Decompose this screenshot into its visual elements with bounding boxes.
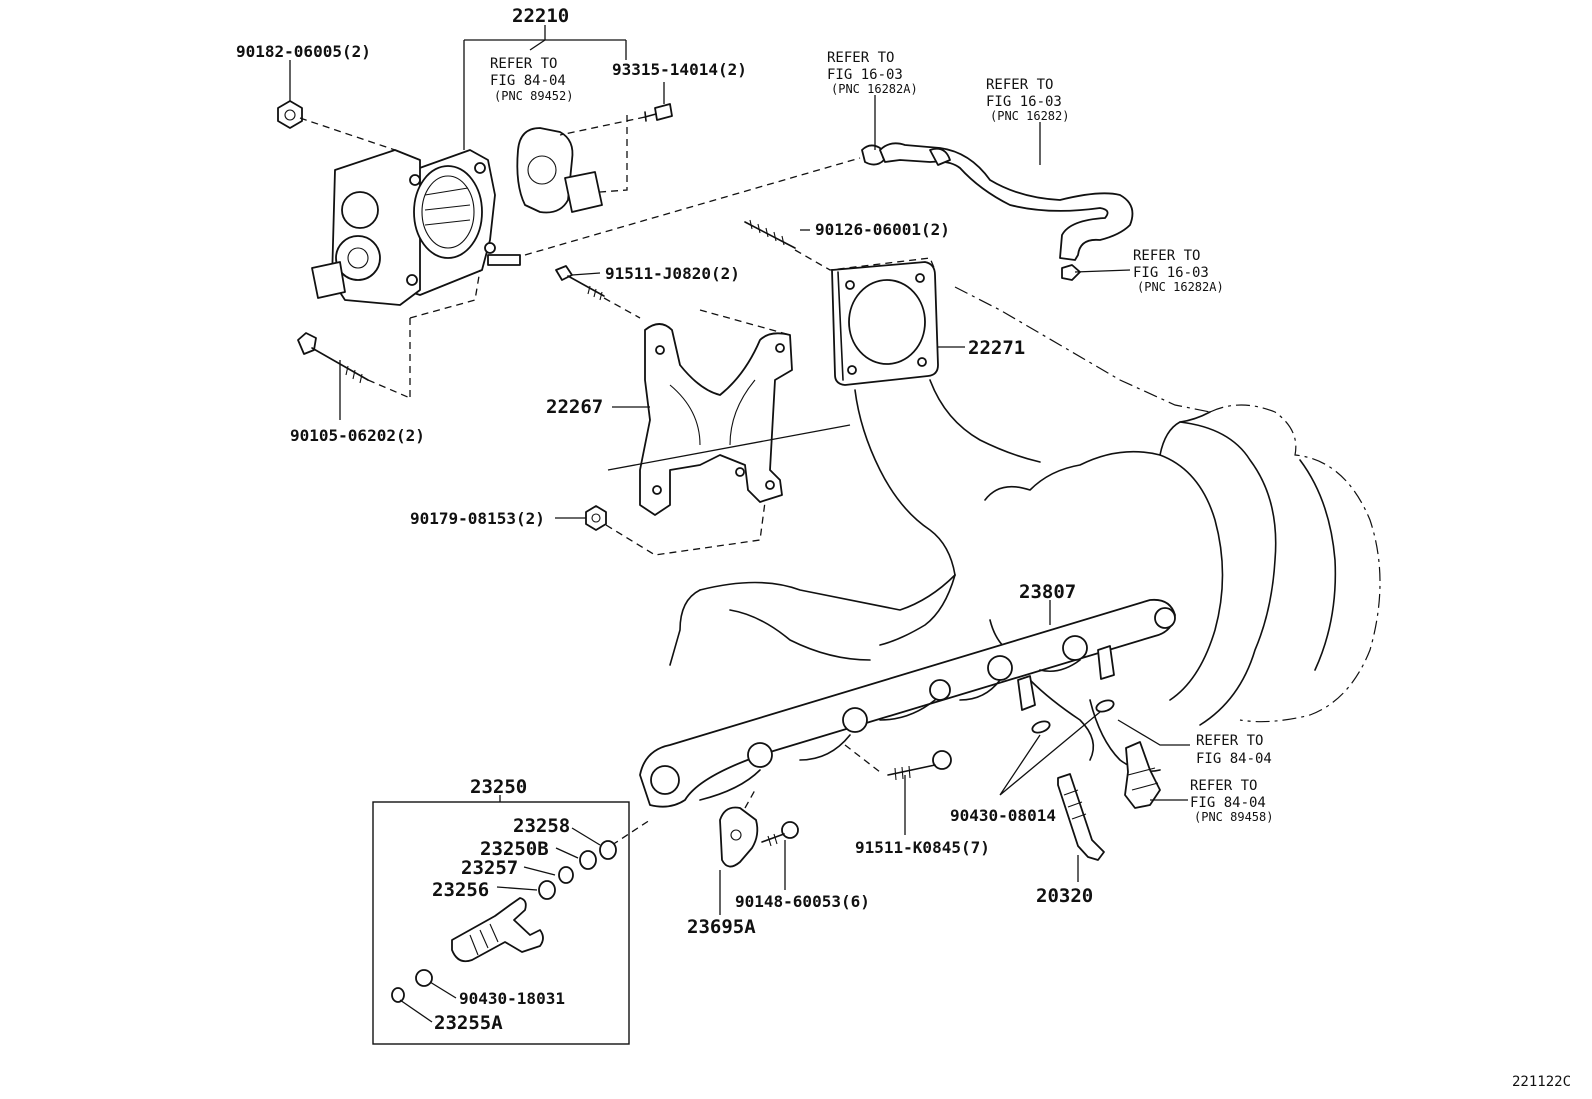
label-23257: 23257 (461, 857, 518, 879)
ref4-line1: REFER TO (1133, 248, 1200, 264)
reference-labels: REFER TO FIG 84-04 (PNC 89452) REFER TO … (490, 50, 1273, 824)
label-23807: 23807 (1019, 581, 1076, 603)
bracket-22267-drawing (607, 323, 851, 516)
screw-93315-drawing (559, 103, 673, 193)
stud-90126-drawing (744, 219, 936, 271)
ref2-line2: FIG 16-03 (827, 67, 903, 83)
label-23250b: 23250B (480, 838, 549, 860)
ref4-line3: (PNC 16282A) (1137, 280, 1224, 294)
ref1-line1: REFER TO (490, 56, 557, 72)
ref6-line2: FIG 84-04 (1190, 795, 1266, 811)
label-90430-08014: 90430-08014 (950, 806, 1056, 825)
ref1-line3: (PNC 89452) (494, 89, 573, 103)
ref6-line1: REFER TO (1190, 778, 1257, 794)
label-22210: 22210 (512, 5, 569, 27)
ref6-line3: (PNC 89458) (1194, 810, 1273, 824)
oring-90430-08014-drawing (1031, 699, 1115, 734)
ref2-line1: REFER TO (827, 50, 894, 66)
figure-code: 221122C (1512, 1074, 1571, 1090)
label-22267: 22267 (546, 396, 603, 418)
label-23256: 23256 (432, 879, 489, 901)
throttle-sensor-drawing (516, 127, 603, 214)
label-90148-60053: 90148-60053(6) (735, 892, 870, 911)
bolt-91511k-drawing (887, 750, 952, 781)
pcv-hose-drawing (524, 142, 1134, 281)
label-90182-06005: 90182-06005(2) (236, 42, 371, 61)
part-labels: 22210 90182-06005(2) 93315-14014(2) 9012… (236, 5, 1093, 1034)
label-90430-18031: 90430-18031 (459, 989, 565, 1008)
label-23695a: 23695A (687, 916, 756, 938)
label-23255a: 23255A (434, 1012, 503, 1034)
bolt-90148-drawing (761, 821, 799, 847)
nut-90182-drawing (277, 100, 396, 151)
label-90105-06202: 90105-06202(2) (290, 426, 425, 445)
label-90126-06001: 90126-06001(2) (815, 220, 950, 239)
bolt-90105-drawing (297, 269, 481, 399)
pressure-sensor-drawing (1124, 741, 1161, 809)
label-91511-k0845: 91511-K0845(7) (855, 838, 990, 857)
label-23258: 23258 (513, 815, 570, 837)
label-91511-j0820: 91511-J0820(2) (605, 264, 740, 283)
ref5-line2: FIG 84-04 (1196, 751, 1272, 767)
label-22271: 22271 (968, 337, 1025, 359)
clamp-23695a-drawing (719, 789, 759, 868)
injector-kit-box (372, 801, 651, 1045)
nut-90179-drawing (585, 501, 766, 556)
label-93315-14014: 93315-14014(2) (612, 60, 747, 79)
ref4-line2: FIG 16-03 (1133, 265, 1209, 281)
label-20320: 20320 (1036, 885, 1093, 907)
bolt-91511j-drawing (555, 265, 791, 336)
ref3-line2: FIG 16-03 (986, 94, 1062, 110)
gasket-22271-drawing (831, 261, 939, 386)
label-90179-08153: 90179-08153(2) (410, 509, 545, 528)
ref2-line3: (PNC 16282A) (831, 82, 918, 96)
ref3-line3: (PNC 16282) (990, 109, 1069, 123)
leader-lines (289, 25, 1190, 1023)
ref3-line1: REFER TO (986, 77, 1053, 93)
label-23250: 23250 (470, 776, 527, 798)
damper-20320-drawing (1057, 773, 1105, 861)
ref5-line1: REFER TO (1196, 733, 1263, 749)
fuel-rail-23807-drawing (639, 598, 1176, 808)
throttle-body-drawing (311, 149, 521, 306)
ref1-line2: FIG 84-04 (490, 73, 566, 89)
injector-23250-drawing (391, 840, 617, 1003)
